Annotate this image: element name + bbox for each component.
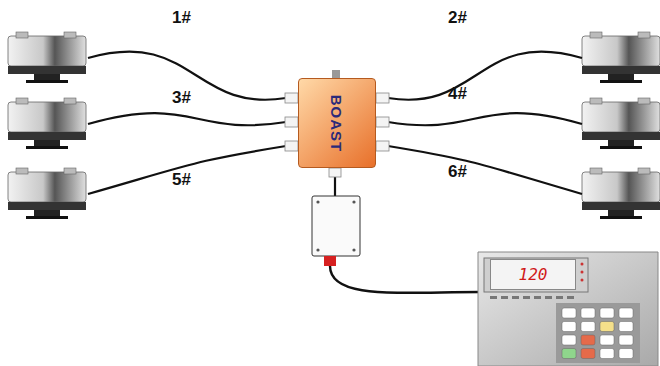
cable-number: 4# bbox=[448, 84, 467, 104]
cable-gland bbox=[285, 117, 298, 127]
load-cell bbox=[8, 168, 86, 219]
load-cell bbox=[582, 168, 660, 219]
cable-number: 3# bbox=[172, 88, 191, 108]
indicator-display: 120 bbox=[490, 259, 576, 290]
display-reading: 120 bbox=[519, 265, 548, 284]
junction-box: BOAST bbox=[298, 78, 376, 168]
cable-gland bbox=[376, 141, 389, 151]
cable bbox=[388, 146, 582, 194]
cable-number: 6# bbox=[448, 162, 467, 182]
load-cell bbox=[582, 32, 660, 83]
cable-number: 5# bbox=[172, 170, 191, 190]
weighing-indicator bbox=[478, 252, 658, 366]
load-cells bbox=[8, 32, 660, 219]
load-cell bbox=[8, 98, 86, 149]
cable-gland bbox=[376, 117, 389, 127]
load-cell bbox=[582, 98, 660, 149]
load-cell bbox=[8, 32, 86, 83]
transmitter-box bbox=[312, 196, 360, 266]
cable bbox=[330, 266, 480, 293]
cable bbox=[88, 146, 286, 194]
cable-gland bbox=[285, 93, 298, 103]
cable-gland bbox=[376, 93, 389, 103]
cable bbox=[388, 113, 582, 125]
cable-number: 2# bbox=[448, 8, 467, 28]
cable bbox=[388, 52, 582, 100]
cable-number: 1# bbox=[172, 8, 191, 28]
vent-plug bbox=[332, 70, 340, 78]
cable-gland bbox=[329, 168, 341, 177]
cable bbox=[88, 113, 286, 125]
brand-name: BOAST bbox=[329, 94, 346, 152]
cable-gland bbox=[285, 141, 298, 151]
